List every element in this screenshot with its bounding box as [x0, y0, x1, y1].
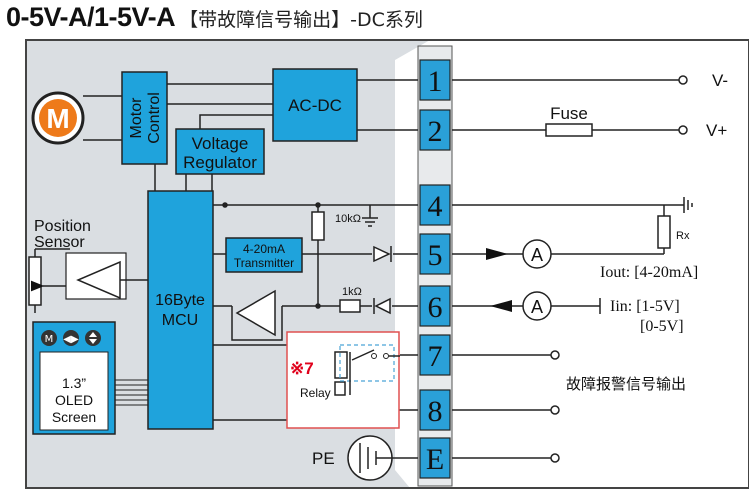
v-minus-label: V- — [712, 71, 728, 90]
motor-control-label-1: Motor — [128, 97, 145, 139]
motor-control-label-2: Control — [146, 92, 163, 144]
position-sensor-label-2: Sensor — [34, 234, 85, 251]
diagram-title: 0-5V-A/1-5V-A 【带故障信号输出】 -DC系列 — [6, 2, 423, 36]
fault-terminal-7-point — [550, 350, 560, 360]
relay-label: Relay — [300, 386, 331, 400]
resistor-1k — [339, 299, 361, 313]
fuse — [545, 123, 593, 137]
transmitter-label-1: 4-20mA — [243, 242, 285, 256]
terminal-8-label: 8 — [428, 395, 443, 428]
relay-note-mark: ※7 — [290, 359, 314, 378]
pe-label: PE — [312, 449, 335, 468]
v-plus-terminal-point — [678, 125, 688, 135]
oled-label-3: Screen — [52, 409, 96, 425]
terminal-e-label: E — [426, 443, 444, 476]
rx-label: Rx — [676, 230, 690, 242]
terminal-7 — [419, 334, 451, 376]
v-plus-label: V+ — [706, 121, 727, 140]
mcu-label-2: MCU — [162, 312, 198, 329]
fault-terminal-8-point — [550, 405, 560, 415]
oled-up-down-icon — [85, 330, 101, 346]
panel-white-corner — [395, 40, 748, 488]
iout-label: Iout: [4-20mA] — [600, 264, 698, 281]
terminal-1-label: 1 — [428, 65, 443, 98]
title-model: 0-5V-A/1-5V-A — [6, 2, 176, 32]
title-series: -DC系列 — [350, 9, 423, 31]
oled-left-right-icon — [63, 330, 79, 346]
iin-label-2: [0-5V] — [640, 318, 684, 335]
oled-label-2: OLED — [55, 392, 93, 408]
mcu-block — [147, 190, 214, 430]
position-sensor-label-1: Position — [34, 218, 91, 235]
terminal-2 — [419, 109, 451, 151]
terminal-group: 1 2 4 5 6 7 8E — [419, 59, 451, 479]
svg-text:M: M — [45, 334, 54, 345]
resistor-10k — [311, 211, 325, 241]
oled-menu-icon — [41, 330, 57, 346]
terminal-2-label: 2 — [428, 115, 443, 148]
motor-label: M — [46, 103, 69, 134]
svg-text:◀▶: ◀▶ — [63, 334, 79, 345]
terminal-e — [419, 437, 451, 479]
mcu-label-1: 16Byte — [155, 292, 205, 309]
ammeter-iout — [522, 239, 552, 269]
diode-6 — [374, 297, 391, 315]
ammeter-iin — [522, 291, 552, 321]
transmitter-label-2: Transmitter — [234, 256, 294, 270]
terminal-1 — [419, 59, 451, 101]
terminal-6 — [419, 285, 451, 327]
resistor-10k-label: 10kΩ — [335, 213, 361, 225]
terminal-5 — [419, 233, 451, 275]
acdc-label: AC-DC — [288, 96, 342, 115]
voltage-regulator-block — [175, 128, 265, 175]
terminal-4-label: 4 — [428, 190, 443, 223]
diode-5 — [373, 245, 391, 263]
terminal-4 — [419, 184, 451, 226]
external-wiring — [452, 79, 684, 459]
oled-label-1: 1.3” — [62, 375, 86, 391]
relay-frame — [286, 331, 400, 429]
position-sensor-potentiometer — [28, 256, 42, 306]
transmitter-block — [225, 237, 303, 273]
ammeter-iin-label: A — [531, 297, 543, 317]
terminal-8 — [419, 389, 451, 431]
fuse-label: Fuse — [550, 104, 588, 123]
acdc-block — [272, 68, 358, 142]
v-minus-terminal-point — [678, 75, 688, 85]
ammeter-iout-label: A — [531, 245, 543, 265]
terminal-7-label: 7 — [428, 340, 443, 373]
title-feature: 【带故障信号输出】 — [179, 9, 351, 31]
pe-terminal-point — [550, 453, 560, 463]
terminal-5-label: 5 — [428, 239, 443, 272]
input-amplifier — [235, 289, 276, 337]
resistor-1k-label: 1kΩ — [342, 286, 362, 298]
voltage-regulator-label-2: Regulator — [183, 153, 257, 172]
iin-label-1: Iin: [1-5V] — [610, 298, 680, 315]
terminal-6-label: 6 — [428, 291, 443, 324]
fault-output-label: 故障报警信号输出 — [566, 375, 686, 393]
voltage-regulator-label-1: Voltage — [192, 134, 249, 153]
rx-resistor — [657, 215, 671, 249]
motor-control-block — [121, 71, 168, 165]
